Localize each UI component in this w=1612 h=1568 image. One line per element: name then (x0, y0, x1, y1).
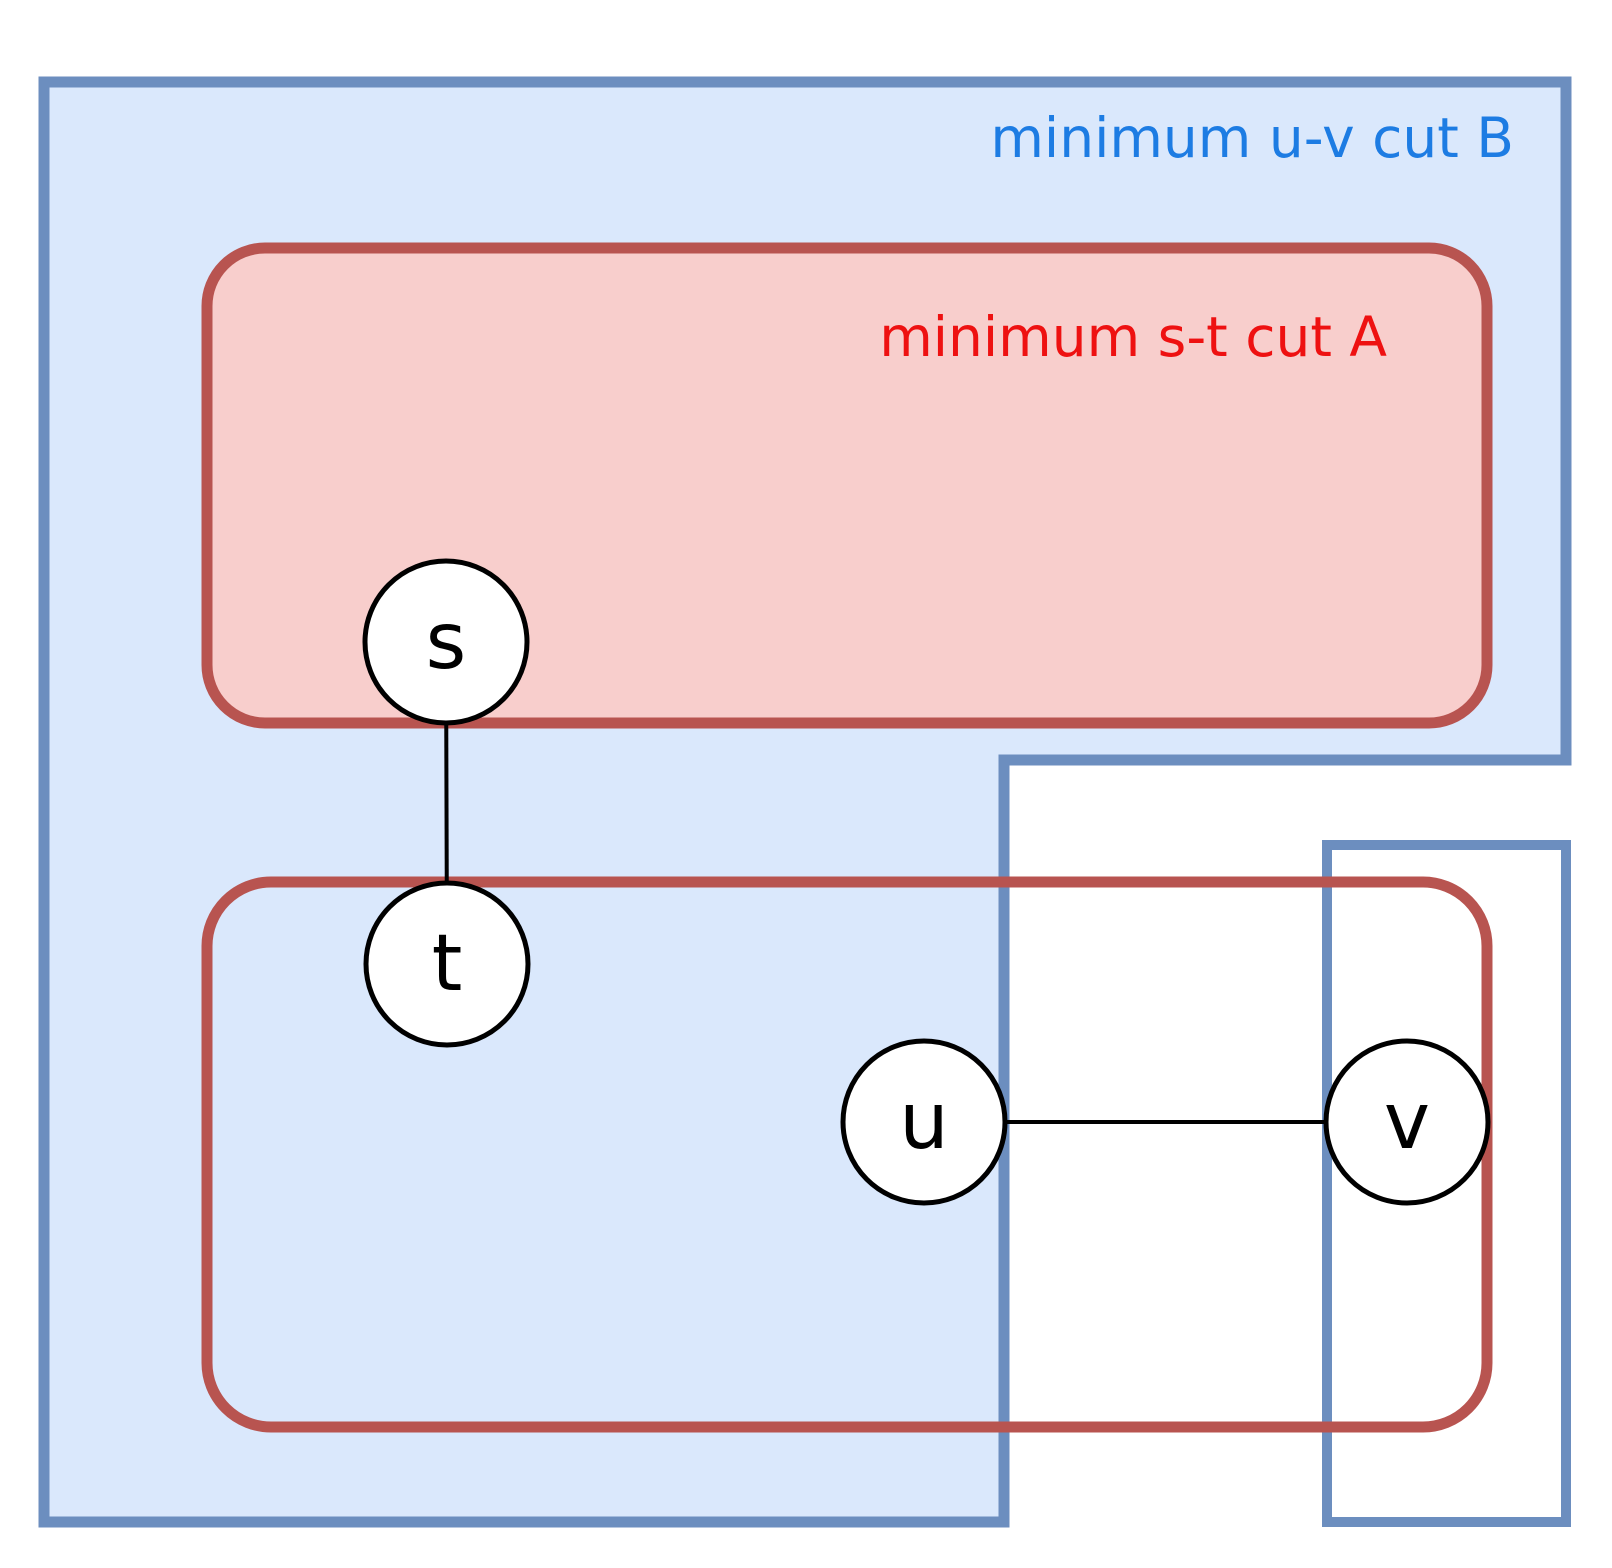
node-u: u (840, 1038, 1008, 1206)
node-t-label: t (432, 919, 463, 1009)
node-u-label: u (899, 1077, 948, 1167)
cut-a-region-s (201, 242, 1493, 729)
node-s-label: s (426, 597, 467, 687)
node-v-circle (1323, 1038, 1491, 1206)
node-s-circle (362, 558, 530, 726)
node-v: v (1323, 1038, 1491, 1206)
node-u-circle (840, 1038, 1008, 1206)
cut-a-region-tuv (201, 876, 1493, 1433)
cut-a-label: minimum s-t cut A (879, 305, 1387, 369)
node-t-circle (363, 880, 531, 1048)
node-t: t (363, 880, 531, 1048)
cut-b-label: minimum u-v cut B (990, 106, 1514, 170)
node-s: s (362, 558, 530, 726)
node-v-label: v (1384, 1077, 1430, 1167)
